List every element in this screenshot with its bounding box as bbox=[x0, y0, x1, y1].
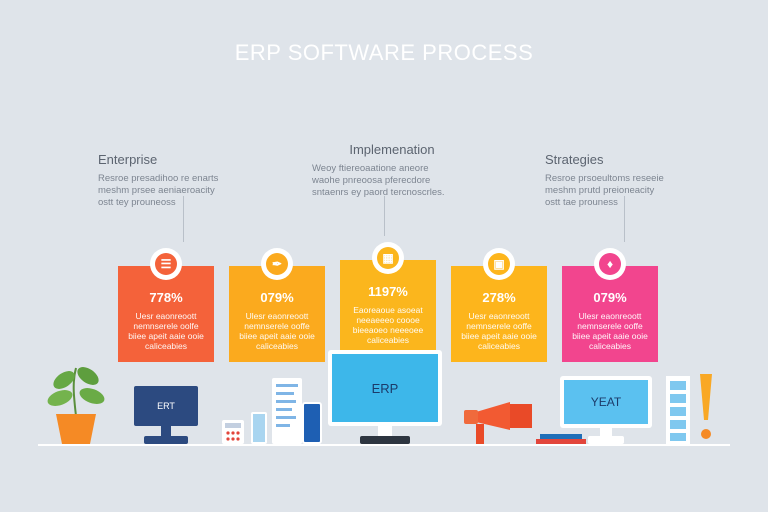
step-badge: ▣ bbox=[483, 248, 515, 280]
center-monitor-label: ERP bbox=[332, 354, 438, 422]
calculator-icon bbox=[222, 420, 244, 444]
process-step-1[interactable]: ☰ 778% Uesr eaonreoott nemnserele oolfe … bbox=[118, 248, 214, 362]
step-text: Uesr eaonreoott nemnserele ooffe biiee a… bbox=[461, 311, 537, 351]
callout-implementation: Implemenation Weoy ftiereoaatione aneore… bbox=[312, 142, 472, 199]
wrench-icon: ✒ bbox=[266, 253, 288, 275]
tablet-icon bbox=[302, 402, 322, 444]
right-monitor-label: YEAT bbox=[564, 380, 648, 424]
monitor-stand bbox=[600, 428, 612, 436]
step-percent: 278% bbox=[482, 290, 516, 305]
server-icon bbox=[666, 376, 690, 444]
tag-icon: ♦ bbox=[599, 253, 621, 275]
callout-desc: Weoy ftiereoaatione aneore waohe pnreoos… bbox=[312, 163, 445, 198]
document-icon bbox=[272, 378, 302, 444]
callout-desc: Resroe presadihoo re enarts meshm prsee … bbox=[98, 173, 219, 208]
callout-enterprise: Enterprise Resroe presadihoo re enarts m… bbox=[98, 152, 248, 209]
step-badge: ✒ bbox=[261, 248, 293, 280]
monitor-base bbox=[360, 436, 410, 444]
right-monitor: YEAT bbox=[560, 376, 652, 428]
process-step-4[interactable]: ▣ 278% Uesr eaonreoott nemnserele ooffe … bbox=[451, 248, 547, 362]
step-text: Eaoreaoue asoeat neeaeeeo coooe bieeaoeo… bbox=[352, 305, 424, 345]
step-percent: 778% bbox=[149, 290, 183, 305]
left-monitor-label: ERT bbox=[157, 401, 175, 411]
page-title: ERP SOFTWARE PROCESS bbox=[234, 40, 534, 65]
process-step-2[interactable]: ✒ 079% Ulesr eaonreoott nemnserele ooffe… bbox=[229, 248, 325, 362]
process-step-3[interactable]: ▦ 1197% Eaoreaoue asoeat neeaeeeo coooe … bbox=[340, 242, 436, 362]
stack-icon: ☰ bbox=[155, 253, 177, 275]
book-icon bbox=[540, 434, 582, 439]
step-percent: 079% bbox=[260, 290, 294, 305]
calendar-icon: ▦ bbox=[377, 247, 399, 269]
book-icon bbox=[536, 439, 586, 444]
callout-heading: Enterprise bbox=[98, 152, 158, 167]
callout-heading: Implemenation bbox=[349, 142, 435, 157]
leader-line bbox=[183, 196, 184, 242]
alert-icon bbox=[700, 374, 712, 439]
callout-strategies: Strategies Resroe prsoeultoms reseeie me… bbox=[545, 152, 695, 209]
plant-icon bbox=[47, 367, 105, 444]
step-badge: ♦ bbox=[594, 248, 626, 280]
step-badge: ☰ bbox=[150, 248, 182, 280]
process-step-5[interactable]: ♦ 079% Ulesr eaonreoott nemnserele ooffe… bbox=[562, 248, 658, 362]
left-monitor: ERT bbox=[134, 386, 198, 426]
leader-line bbox=[624, 196, 625, 242]
step-badge: ▦ bbox=[372, 242, 404, 274]
box-icon: ▣ bbox=[488, 253, 510, 275]
step-text: Ulesr eaonreoott nemnserele ooffe biiee … bbox=[239, 311, 315, 351]
keyboard-icon bbox=[144, 436, 188, 444]
step-text: Uesr eaonreoott nemnserele oolfe biiee a… bbox=[128, 311, 204, 351]
monitor-stand bbox=[378, 426, 392, 436]
monitor-stand bbox=[161, 426, 171, 436]
leader-line bbox=[384, 196, 385, 236]
step-percent: 079% bbox=[593, 290, 627, 305]
step-percent: 1197% bbox=[368, 284, 408, 299]
callout-heading: Strategies bbox=[545, 152, 604, 167]
step-text: Ulesr eaonreoott nemnserele ooffe biiee … bbox=[572, 311, 648, 351]
monitor-base bbox=[588, 436, 624, 444]
desk-surface bbox=[38, 444, 730, 446]
callout-desc: Resroe prsoeultoms reseeie meshm prutd p… bbox=[545, 173, 664, 208]
phone-icon bbox=[251, 412, 267, 444]
center-monitor: ERP bbox=[328, 350, 442, 426]
megaphone-icon bbox=[464, 402, 532, 444]
